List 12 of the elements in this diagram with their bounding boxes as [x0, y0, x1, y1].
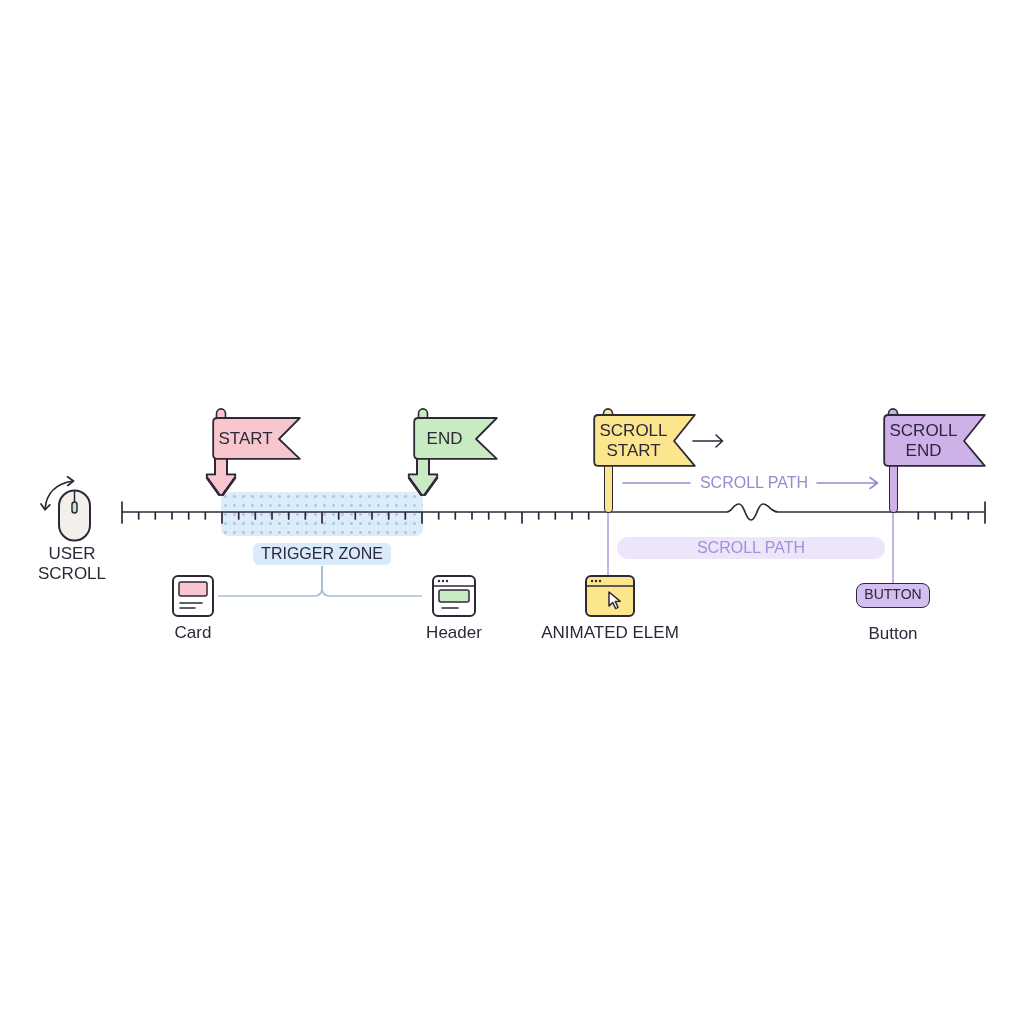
arrow [409, 459, 437, 495]
bracket-line [321, 565, 423, 597]
arrow [207, 459, 235, 495]
button: BUTTON [856, 583, 930, 608]
node-label: USER SCROLL [37, 544, 107, 584]
path-band: SCROLL PATH [617, 537, 885, 559]
node-label: Header [425, 623, 483, 643]
zone-label: TRIGGER ZONE [253, 543, 391, 565]
node-label: Button [867, 623, 919, 644]
arrow-label: SCROLL PATH [699, 473, 809, 493]
node-label: ANIMATED ELEM [540, 623, 680, 643]
node-label: Card [173, 623, 213, 643]
